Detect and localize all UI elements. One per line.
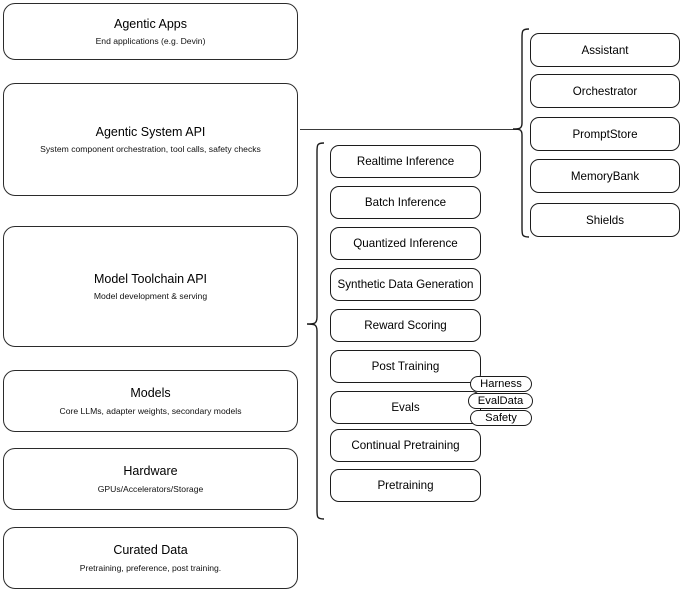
brace-system-components	[512, 28, 530, 238]
capability-label: Realtime Inference	[356, 155, 455, 168]
pill-harness[interactable]: Harness	[470, 376, 532, 392]
layer-subtitle: Core LLMs, adapter weights, secondary mo…	[59, 405, 242, 416]
layer-subtitle: System component orchestration, tool cal…	[40, 144, 261, 155]
layer-box-agentic-apps[interactable]: Agentic Apps End applications (e.g. Devi…	[3, 3, 298, 60]
layer-title: Curated Data	[113, 543, 188, 558]
capability-box-evals[interactable]: Evals	[330, 391, 481, 424]
component-box-orchestrator[interactable]: Orchestrator	[530, 74, 680, 108]
layer-box-agentic-system-api[interactable]: Agentic System API System component orch…	[3, 83, 298, 196]
capability-box-reward-scoring[interactable]: Reward Scoring	[330, 309, 481, 342]
layer-box-hardware[interactable]: Hardware GPUs/Accelerators/Storage	[3, 448, 298, 510]
component-label: PromptStore	[572, 127, 638, 141]
layer-title: Hardware	[123, 464, 178, 479]
layer-subtitle: Pretraining, preference, post training.	[79, 562, 222, 573]
layer-box-curated-data[interactable]: Curated Data Pretraining, preference, po…	[3, 527, 298, 589]
pill-label: EvalData	[477, 395, 524, 407]
capability-label: Continual Pretraining	[351, 439, 460, 452]
capability-box-post-training[interactable]: Post Training	[330, 350, 481, 383]
capability-box-quantized-inference[interactable]: Quantized Inference	[330, 227, 481, 260]
connector-system-api-to-components	[300, 129, 519, 130]
pill-evaldata[interactable]: EvalData	[468, 393, 533, 409]
component-label: MemoryBank	[570, 169, 640, 183]
layer-subtitle: GPUs/Accelerators/Storage	[97, 483, 204, 494]
pill-safety[interactable]: Safety	[470, 410, 532, 426]
component-label: Shields	[585, 213, 625, 227]
layer-box-models[interactable]: Models Core LLMs, adapter weights, secon…	[3, 370, 298, 432]
capability-label: Evals	[391, 401, 420, 414]
layer-title: Models	[130, 386, 171, 401]
capability-label: Quantized Inference	[353, 237, 458, 250]
layer-title: Agentic System API	[95, 124, 206, 139]
layer-title: Model Toolchain API	[93, 271, 208, 286]
brace-toolchain-capabilities	[303, 142, 325, 520]
layer-subtitle: End applications (e.g. Devin)	[95, 36, 206, 47]
capability-label: Post Training	[371, 360, 440, 373]
component-label: Assistant	[581, 43, 629, 57]
component-box-shields[interactable]: Shields	[530, 203, 680, 237]
capability-box-continual-pretraining[interactable]: Continual Pretraining	[330, 429, 481, 462]
capability-label: Pretraining	[377, 479, 434, 492]
component-box-assistant[interactable]: Assistant	[530, 33, 680, 67]
capability-box-batch-inference[interactable]: Batch Inference	[330, 186, 481, 219]
capability-label: Batch Inference	[364, 196, 447, 209]
component-label: Orchestrator	[572, 84, 638, 98]
layer-title: Agentic Apps	[114, 16, 187, 31]
capability-label: Reward Scoring	[364, 319, 447, 332]
capability-box-synthetic-data-generation[interactable]: Synthetic Data Generation	[330, 268, 481, 301]
pill-label: Safety	[485, 412, 517, 424]
component-box-memorybank[interactable]: MemoryBank	[530, 159, 680, 193]
component-box-promptstore[interactable]: PromptStore	[530, 117, 680, 151]
capability-label: Synthetic Data Generation	[337, 278, 474, 291]
capability-box-realtime-inference[interactable]: Realtime Inference	[330, 145, 481, 178]
capability-box-pretraining[interactable]: Pretraining	[330, 469, 481, 502]
pill-label: Harness	[480, 378, 522, 390]
layer-box-model-toolchain-api[interactable]: Model Toolchain API Model development & …	[3, 226, 298, 347]
layer-subtitle: Model development & serving	[93, 291, 208, 302]
